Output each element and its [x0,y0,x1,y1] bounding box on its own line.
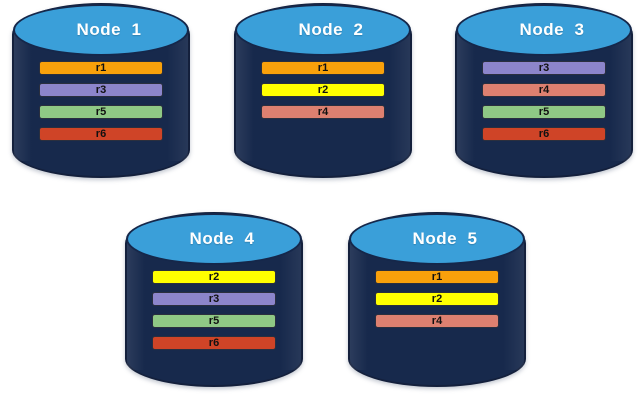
replica-bar[interactable]: r4 [260,105,386,119]
replica-bar[interactable]: r5 [38,105,164,119]
node-cylinder-5[interactable]: Node 5 r1 r2 r4 [348,212,526,387]
replica-bar[interactable]: r3 [38,83,164,97]
replica-bar[interactable]: r3 [151,292,277,306]
node-cylinder-1[interactable]: Node 1 r1 r3 r5 r6 [12,3,190,178]
node-top-ellipse: Node 5 [349,213,525,265]
node-top-ellipse: Node 4 [126,213,302,265]
node-cylinder-3[interactable]: Node 3 r3 r4 r5 r6 [455,3,633,178]
replica-list: r1 r2 r4 [348,270,526,336]
replica-label: r6 [208,336,220,349]
node-cylinder-4[interactable]: Node 4 r2 r3 r5 r6 [125,212,303,387]
replica-label: r1 [95,61,107,74]
replica-label: r2 [317,83,329,96]
node-top-ellipse: Node 1 [13,4,189,56]
replica-bar[interactable]: r5 [151,314,277,328]
replica-label: r6 [95,127,107,140]
replica-label: r2 [431,292,443,305]
node-top-ellipse: Node 3 [456,4,632,56]
replica-bar[interactable]: r2 [151,270,277,284]
replica-label: r4 [538,83,550,96]
replica-label: r1 [317,61,329,74]
replica-list: r1 r3 r5 r6 [12,61,190,149]
replica-bar[interactable]: r6 [38,127,164,141]
replica-label: r5 [95,105,107,118]
replica-label: r5 [208,314,220,327]
replica-label: r4 [317,105,329,118]
node-top-ellipse: Node 2 [235,4,411,56]
node-title: Node 2 [298,20,364,39]
replica-bar[interactable]: r6 [481,127,607,141]
replica-list: r3 r4 r5 r6 [455,61,633,149]
node-title: Node 1 [76,20,142,39]
replica-bar[interactable]: r1 [38,61,164,75]
replica-bar[interactable]: r5 [481,105,607,119]
replica-bar[interactable]: r1 [260,61,386,75]
replica-label: r2 [208,270,220,283]
replica-label: r1 [431,270,443,283]
node-title: Node 3 [519,20,585,39]
node-cylinder-2[interactable]: Node 2 r1 r2 r4 [234,3,412,178]
replica-label: r3 [95,83,107,96]
replica-bar[interactable]: r6 [151,336,277,350]
replica-list: r2 r3 r5 r6 [125,270,303,358]
replica-label: r6 [538,127,550,140]
replica-bar[interactable]: r4 [374,314,500,328]
replica-label: r3 [538,61,550,74]
replica-bar[interactable]: r2 [260,83,386,97]
replica-bar[interactable]: r1 [374,270,500,284]
replica-label: r3 [208,292,220,305]
replica-list: r1 r2 r4 [234,61,412,127]
replica-bar[interactable]: r2 [374,292,500,306]
replica-bar[interactable]: r4 [481,83,607,97]
node-title: Node 5 [412,229,478,248]
replica-label: r5 [538,105,550,118]
node-title: Node 4 [189,229,255,248]
replica-bar[interactable]: r3 [481,61,607,75]
replica-label: r4 [431,314,443,327]
